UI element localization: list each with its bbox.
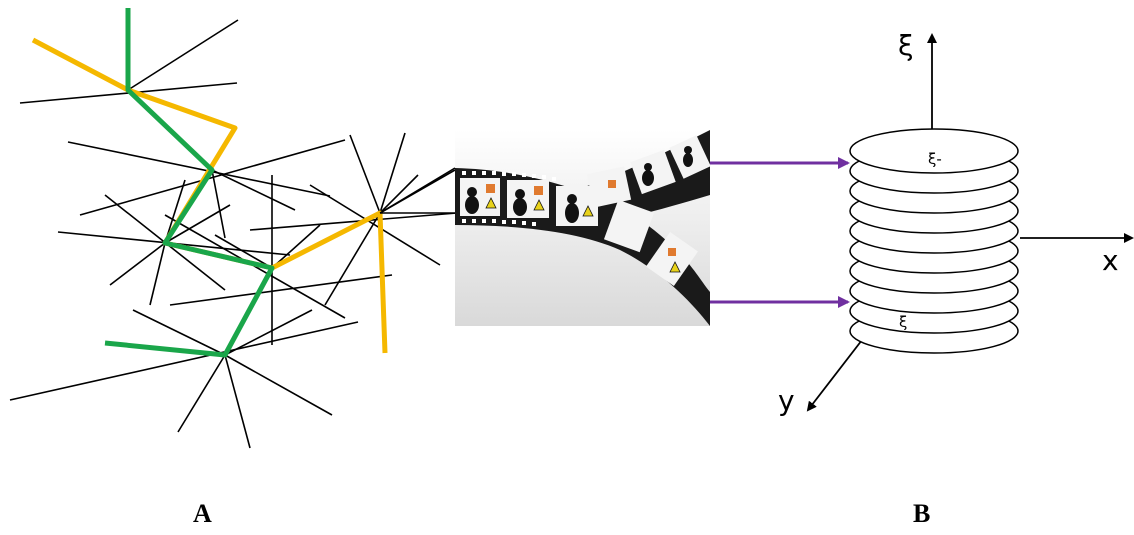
disc-label-top: ξ- bbox=[928, 150, 942, 168]
disc-stack bbox=[849, 128, 1019, 354]
film-strip-image bbox=[455, 130, 711, 326]
y-axis-line bbox=[806, 339, 863, 412]
x-axis-label: x bbox=[1102, 244, 1119, 277]
green-path bbox=[104, 8, 275, 358]
disc-label-bottom: ξ bbox=[899, 313, 907, 331]
film-connector-upper bbox=[379, 167, 456, 214]
panel-label-a: A bbox=[193, 499, 212, 528]
axes-panel-b bbox=[806, 33, 1134, 412]
yellow-path bbox=[31, 37, 388, 354]
panel-label-b: B bbox=[913, 499, 930, 528]
y-axis-label: y bbox=[778, 384, 795, 417]
xi-axis-label: ξ bbox=[898, 29, 914, 62]
network-panel-a bbox=[9, 19, 458, 449]
